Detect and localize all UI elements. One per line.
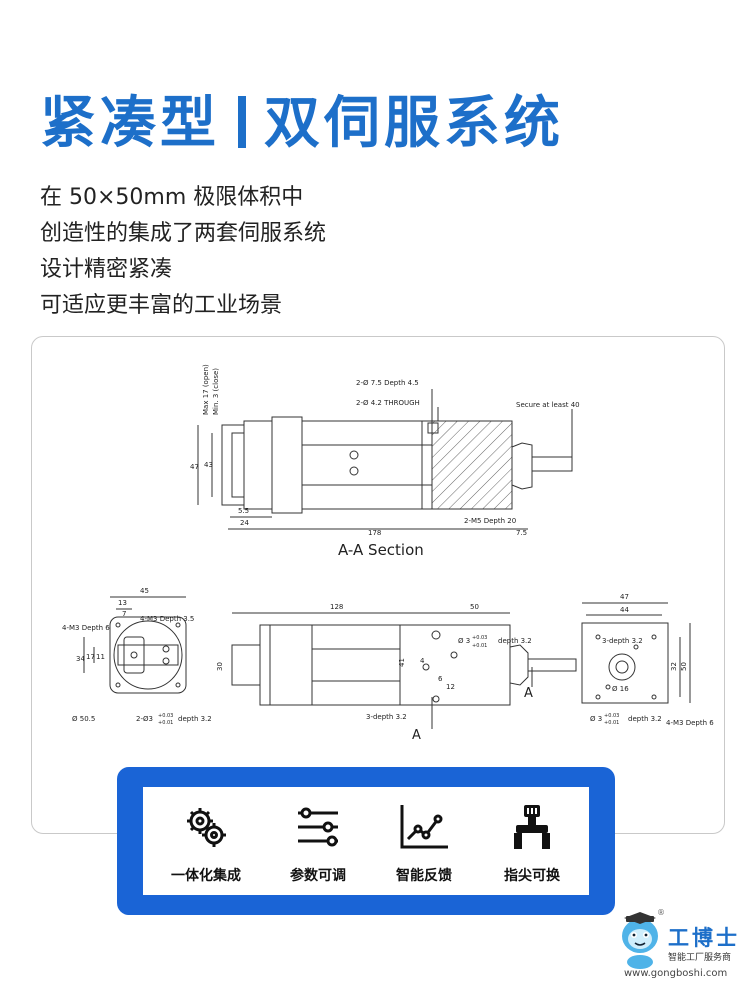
end-view	[581, 602, 691, 704]
mascot-icon	[622, 912, 658, 969]
feature-label: 指尖可换	[504, 868, 560, 884]
feature-feedback: 智能反馈	[369, 787, 479, 895]
dim-13: 13	[118, 599, 127, 607]
dim-pin-tol-plus: +0.03	[158, 713, 173, 719]
feature-label: 参数可调	[290, 868, 346, 884]
brand-url: www.gongboshi.com	[624, 968, 728, 979]
section-mark-right: A	[524, 686, 533, 701]
dim-end-tol-minus: +0.01	[604, 720, 619, 726]
dim-7: 7	[122, 610, 126, 618]
feature-adjustable: 参数可调	[263, 787, 373, 895]
sliders-icon	[298, 807, 338, 847]
dim-11: 11	[96, 653, 105, 661]
registered-mark: ®	[657, 908, 665, 917]
feature-label: 一体化集成	[171, 868, 241, 884]
dim-side-3-depth: 3-depth 3.2	[366, 713, 407, 721]
dim-dia: Ø 50.5	[72, 715, 95, 723]
intro-line: 设计精密紧凑	[40, 257, 173, 282]
dim-end-32: 32	[670, 662, 678, 671]
technical-drawing-card: Max 17 (open) Min. 3 (close) 2-Ø 7.5 Dep…	[31, 336, 725, 834]
top-view	[197, 389, 573, 530]
dim-pin-depth: depth 3.2	[178, 715, 212, 723]
dim-43: 43	[204, 461, 213, 469]
dim-side-tol-plus: +0.03	[472, 635, 487, 641]
page-title: 紧凑型双伺服系统	[40, 78, 564, 159]
feature-bar: 一体化集成 参数可调 智能反馈	[117, 767, 615, 915]
intro-line: 在 50×50mm 极限体积中	[40, 185, 304, 210]
dim-6: 6	[438, 675, 443, 683]
gripper-icon	[514, 805, 550, 849]
line-chart-icon	[400, 805, 448, 849]
dim-24: 24	[240, 519, 249, 527]
top-view-labels: Max 17 (open) Min. 3 (close) 2-Ø 7.5 Dep…	[190, 364, 580, 537]
dim-side-tol-minus: +0.01	[472, 643, 487, 649]
technical-drawing: Max 17 (open) Min. 3 (close) 2-Ø 7.5 Dep…	[62, 364, 714, 743]
front-view	[83, 596, 187, 694]
dim-128: 128	[330, 603, 343, 611]
feature-label: 智能反馈	[396, 868, 452, 884]
gears-icon	[187, 808, 226, 847]
intro-line: 创造性的集成了两套伺服系统	[40, 221, 327, 246]
dim-m3-mid: 4-M3 Depth 3.5	[140, 615, 194, 623]
brand-slogan: 智能工厂服务商	[668, 953, 732, 963]
dim-47: 47	[190, 463, 199, 471]
dim-41: 41	[398, 658, 406, 667]
dim-7-5: 7.5	[516, 529, 527, 537]
dim-30: 30	[216, 662, 224, 671]
dim-end-50: 50	[680, 662, 688, 671]
dim-m3-left: 4-M3 Depth 6	[62, 624, 110, 632]
dim-end-pin-depth: depth 3.2	[628, 715, 662, 723]
title-right: 双伺服系统	[264, 91, 564, 156]
dim-side-pin-depth: depth 3.2	[498, 637, 532, 645]
end-view-labels: 47 44 3-depth 3.2 32 50 Ø 16 Ø 3 +0.03 +…	[590, 593, 714, 727]
dim-side-pin: Ø 3	[458, 637, 470, 645]
dim-secure: Secure at least 40	[516, 401, 580, 409]
dim-17: 17	[86, 653, 95, 661]
dim-min-close: Min. 3 (close)	[212, 368, 220, 415]
feature-fingertip: 指尖可换	[477, 787, 587, 895]
intro-line: 可适应更丰富的工业场景	[40, 293, 283, 318]
section-mark-bottom: A	[412, 728, 421, 743]
dim-m5: 2-M5 Depth 20	[464, 517, 516, 525]
dim-end-3-depth: 3-depth 3.2	[602, 637, 643, 645]
dim-34: 34	[76, 655, 85, 663]
dim-end-m3: 4-M3 Depth 6	[666, 719, 714, 727]
feature-integration: 一体化集成	[151, 787, 261, 895]
dim-through: 2-Ø 4.2 THROUGH	[356, 399, 420, 407]
dim-178: 178	[368, 529, 381, 537]
dim-end-pin: Ø 3	[590, 715, 602, 723]
dim-end-16: Ø 16	[612, 685, 629, 693]
side-view-labels: 128 50 30 41 4 6 12 Ø 3 +0.03 +0.01 dept…	[216, 603, 532, 721]
side-view	[231, 612, 577, 729]
dim-50: 50	[470, 603, 479, 611]
dim-pin: 2-Ø3	[136, 715, 153, 723]
dim-45: 45	[140, 587, 149, 595]
title-separator	[238, 96, 246, 148]
dim-hole-depth: 2-Ø 7.5 Depth 4.5	[356, 379, 419, 387]
dim-pin-tol-minus: +0.01	[158, 720, 173, 726]
front-view-labels: 45 13 7 4-M3 Depth 6 4-M3 Depth 3.5 34 1…	[62, 587, 212, 726]
brand-name: 工博士	[668, 926, 740, 950]
intro-text: 在 50×50mm 极限体积中 创造性的集成了两套伺服系统 设计精密紧凑 可适应…	[40, 180, 326, 324]
title-left: 紧凑型	[40, 91, 220, 156]
dim-end-47: 47	[620, 593, 629, 601]
dim-end-44: 44	[620, 606, 629, 614]
feature-panel: 一体化集成 参数可调 智能反馈	[143, 787, 589, 895]
dim-end-tol-plus: +0.03	[604, 713, 619, 719]
dim-4: 4	[420, 657, 425, 665]
brand-logo: ® 工博士 智能工厂服务商 www.gongboshi.com	[612, 906, 750, 990]
section-label: A-A Section	[338, 541, 424, 559]
dim-5-5: 5.5	[238, 507, 249, 515]
dim-12: 12	[446, 683, 455, 691]
dim-max-open: Max 17 (open)	[202, 364, 210, 415]
